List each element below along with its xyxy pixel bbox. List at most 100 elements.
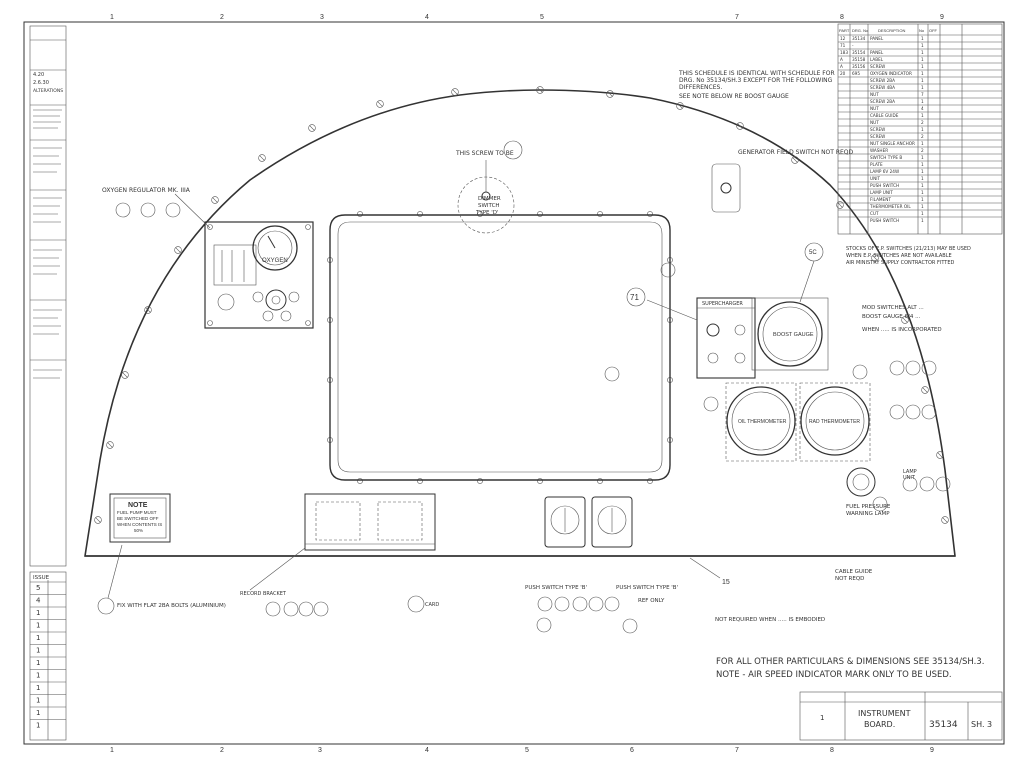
cutout-screw xyxy=(537,211,543,217)
reference-bubble xyxy=(921,360,937,376)
identical-note: DIFFERENCES. xyxy=(679,84,722,91)
push-switch-8 xyxy=(591,496,633,548)
generator-switch xyxy=(711,163,741,213)
fuel-note-line: BE SWITCHED OFF xyxy=(117,516,159,521)
schedule-cell: CABLE GUIDE xyxy=(870,113,899,118)
reference-bubble xyxy=(283,601,299,617)
fuel-pressure-label: FUEL PRESSURE xyxy=(846,504,891,510)
schedule-cell: 35156 xyxy=(852,64,866,69)
schedule-note: WHEN E.P. SWITCHES ARE NOT AVAILABLE xyxy=(846,253,952,259)
dimmer-switch-label: DIMMER xyxy=(478,196,501,202)
schedule-cell: 35158 xyxy=(852,57,866,62)
schedule-header: OFF xyxy=(929,28,938,33)
rim-screw-slot xyxy=(872,255,878,261)
boost-note: MOD SWITCHES ALT ... xyxy=(862,305,924,311)
schedule-cell: 1 xyxy=(921,183,924,188)
identical-note: SEE NOTE BELOW RE BOOST GAUGE xyxy=(679,93,789,100)
identical-note: DRG. No 35134/SH.3 EXCEPT FOR THE FOLLOW… xyxy=(679,77,833,84)
issue-cell: 1 xyxy=(36,634,40,642)
boost-gauge xyxy=(751,297,829,371)
reference-bubble xyxy=(889,404,905,420)
push-switch-3 xyxy=(544,496,586,548)
oxygen-regulator: OXYGEN xyxy=(204,221,314,329)
reference-bubble xyxy=(537,596,553,612)
rim-screw-slot xyxy=(792,157,798,163)
reference-bubble xyxy=(604,596,620,612)
drawing-border xyxy=(23,21,1005,745)
issue-cell: 1 xyxy=(36,697,40,705)
schedule-cell: 2 xyxy=(921,120,924,125)
rim-screw xyxy=(106,441,114,449)
schedule-cell: 35154 xyxy=(852,50,866,55)
boost-gauge-label: BOOST GAUGE xyxy=(773,332,814,338)
reference-bubbles xyxy=(115,202,951,634)
callout-15: 15 xyxy=(722,579,730,586)
screw-note: THIS SCREW TO BE xyxy=(455,150,514,157)
schedule-cell: SWITCH TYPE B xyxy=(870,155,902,160)
push-switch-3-label: PUSH SWITCH TYPE 'B' xyxy=(525,585,587,591)
grid-ref: 3 xyxy=(318,747,322,754)
issue-cell: 1 xyxy=(36,709,40,717)
rim-screw xyxy=(901,316,909,324)
grid-ref: 2 xyxy=(220,14,224,21)
rim-screw-slot xyxy=(122,372,128,378)
issue-cell: 1 xyxy=(36,722,40,730)
grid-ref: 3 xyxy=(320,14,324,21)
schedule-cell: 1 xyxy=(921,64,924,69)
schedule-cell: SCREW 2BA xyxy=(870,99,895,104)
schedule-cell: PANEL xyxy=(870,50,884,55)
schedule-header: No xyxy=(919,28,925,33)
cutout-screw xyxy=(357,478,363,484)
schedule-cell: 1 xyxy=(921,176,924,181)
supercharger-label: SUPERCHARGER xyxy=(702,301,743,307)
reference-bubble xyxy=(554,596,570,612)
schedule-cell: 1 xyxy=(921,211,924,216)
schedule-cell: SCREW 4BA xyxy=(870,85,895,90)
issue-cell: 1 xyxy=(36,659,40,667)
reference-bubble xyxy=(919,476,935,492)
reference-bubble xyxy=(572,596,588,612)
reference-bubble xyxy=(536,617,552,633)
rim-screw-slot xyxy=(607,91,613,97)
grid-ref: 7 xyxy=(735,14,739,21)
rim-screw xyxy=(211,196,219,204)
schedule-header: DRG. No xyxy=(852,28,869,33)
schedule-cell: 1 xyxy=(921,71,924,76)
rim-screw xyxy=(121,371,129,379)
reference-bubble xyxy=(703,396,719,412)
rim-screw xyxy=(174,246,182,254)
footer-airspeed-note: NOTE - AIR SPEED INDICATOR MARK ONLY TO … xyxy=(716,670,952,680)
schedule-cell: A xyxy=(840,57,843,62)
schedule-cell: FILAMENT xyxy=(870,197,891,202)
issue-cell: 4 xyxy=(36,597,41,605)
callout-bubble xyxy=(407,595,425,613)
schedule-cell: LABEL xyxy=(870,57,884,62)
reference-bubble xyxy=(140,202,156,218)
schedule-cell: 1 xyxy=(921,50,924,55)
schedule-cell: 1 xyxy=(921,204,924,209)
grid-ref: 9 xyxy=(940,14,944,21)
schedule-cell: NUT xyxy=(870,106,879,111)
schedule-cell: 1 xyxy=(921,218,924,223)
schedule-header: PART xyxy=(839,28,850,33)
grid-ref: 5 xyxy=(525,747,529,754)
strip-date: 2.6.30 xyxy=(33,80,49,86)
schedule-cell: 695 xyxy=(852,71,860,76)
rim-screw-slot xyxy=(95,517,101,523)
cutout-screw xyxy=(357,211,363,217)
schedule-cell: 2 xyxy=(921,148,924,153)
schedule-cell: LAMP 6V 24W xyxy=(870,169,899,174)
schedule-cell: SCREW xyxy=(870,64,885,69)
grid-ref: 9 xyxy=(930,747,934,754)
schedule-cell: 1 xyxy=(921,113,924,118)
callout-71 xyxy=(626,287,646,307)
identical-note: THIS SCHEDULE IS IDENTICAL WITH SCHEDULE… xyxy=(678,70,835,77)
schedule-cell: 1 xyxy=(921,85,924,90)
schedule-cell: SCREW xyxy=(870,134,885,139)
rim-screw-slot xyxy=(837,202,843,208)
rim-screw xyxy=(836,201,844,209)
rim-screw xyxy=(144,306,152,314)
rim-screw xyxy=(606,90,614,98)
